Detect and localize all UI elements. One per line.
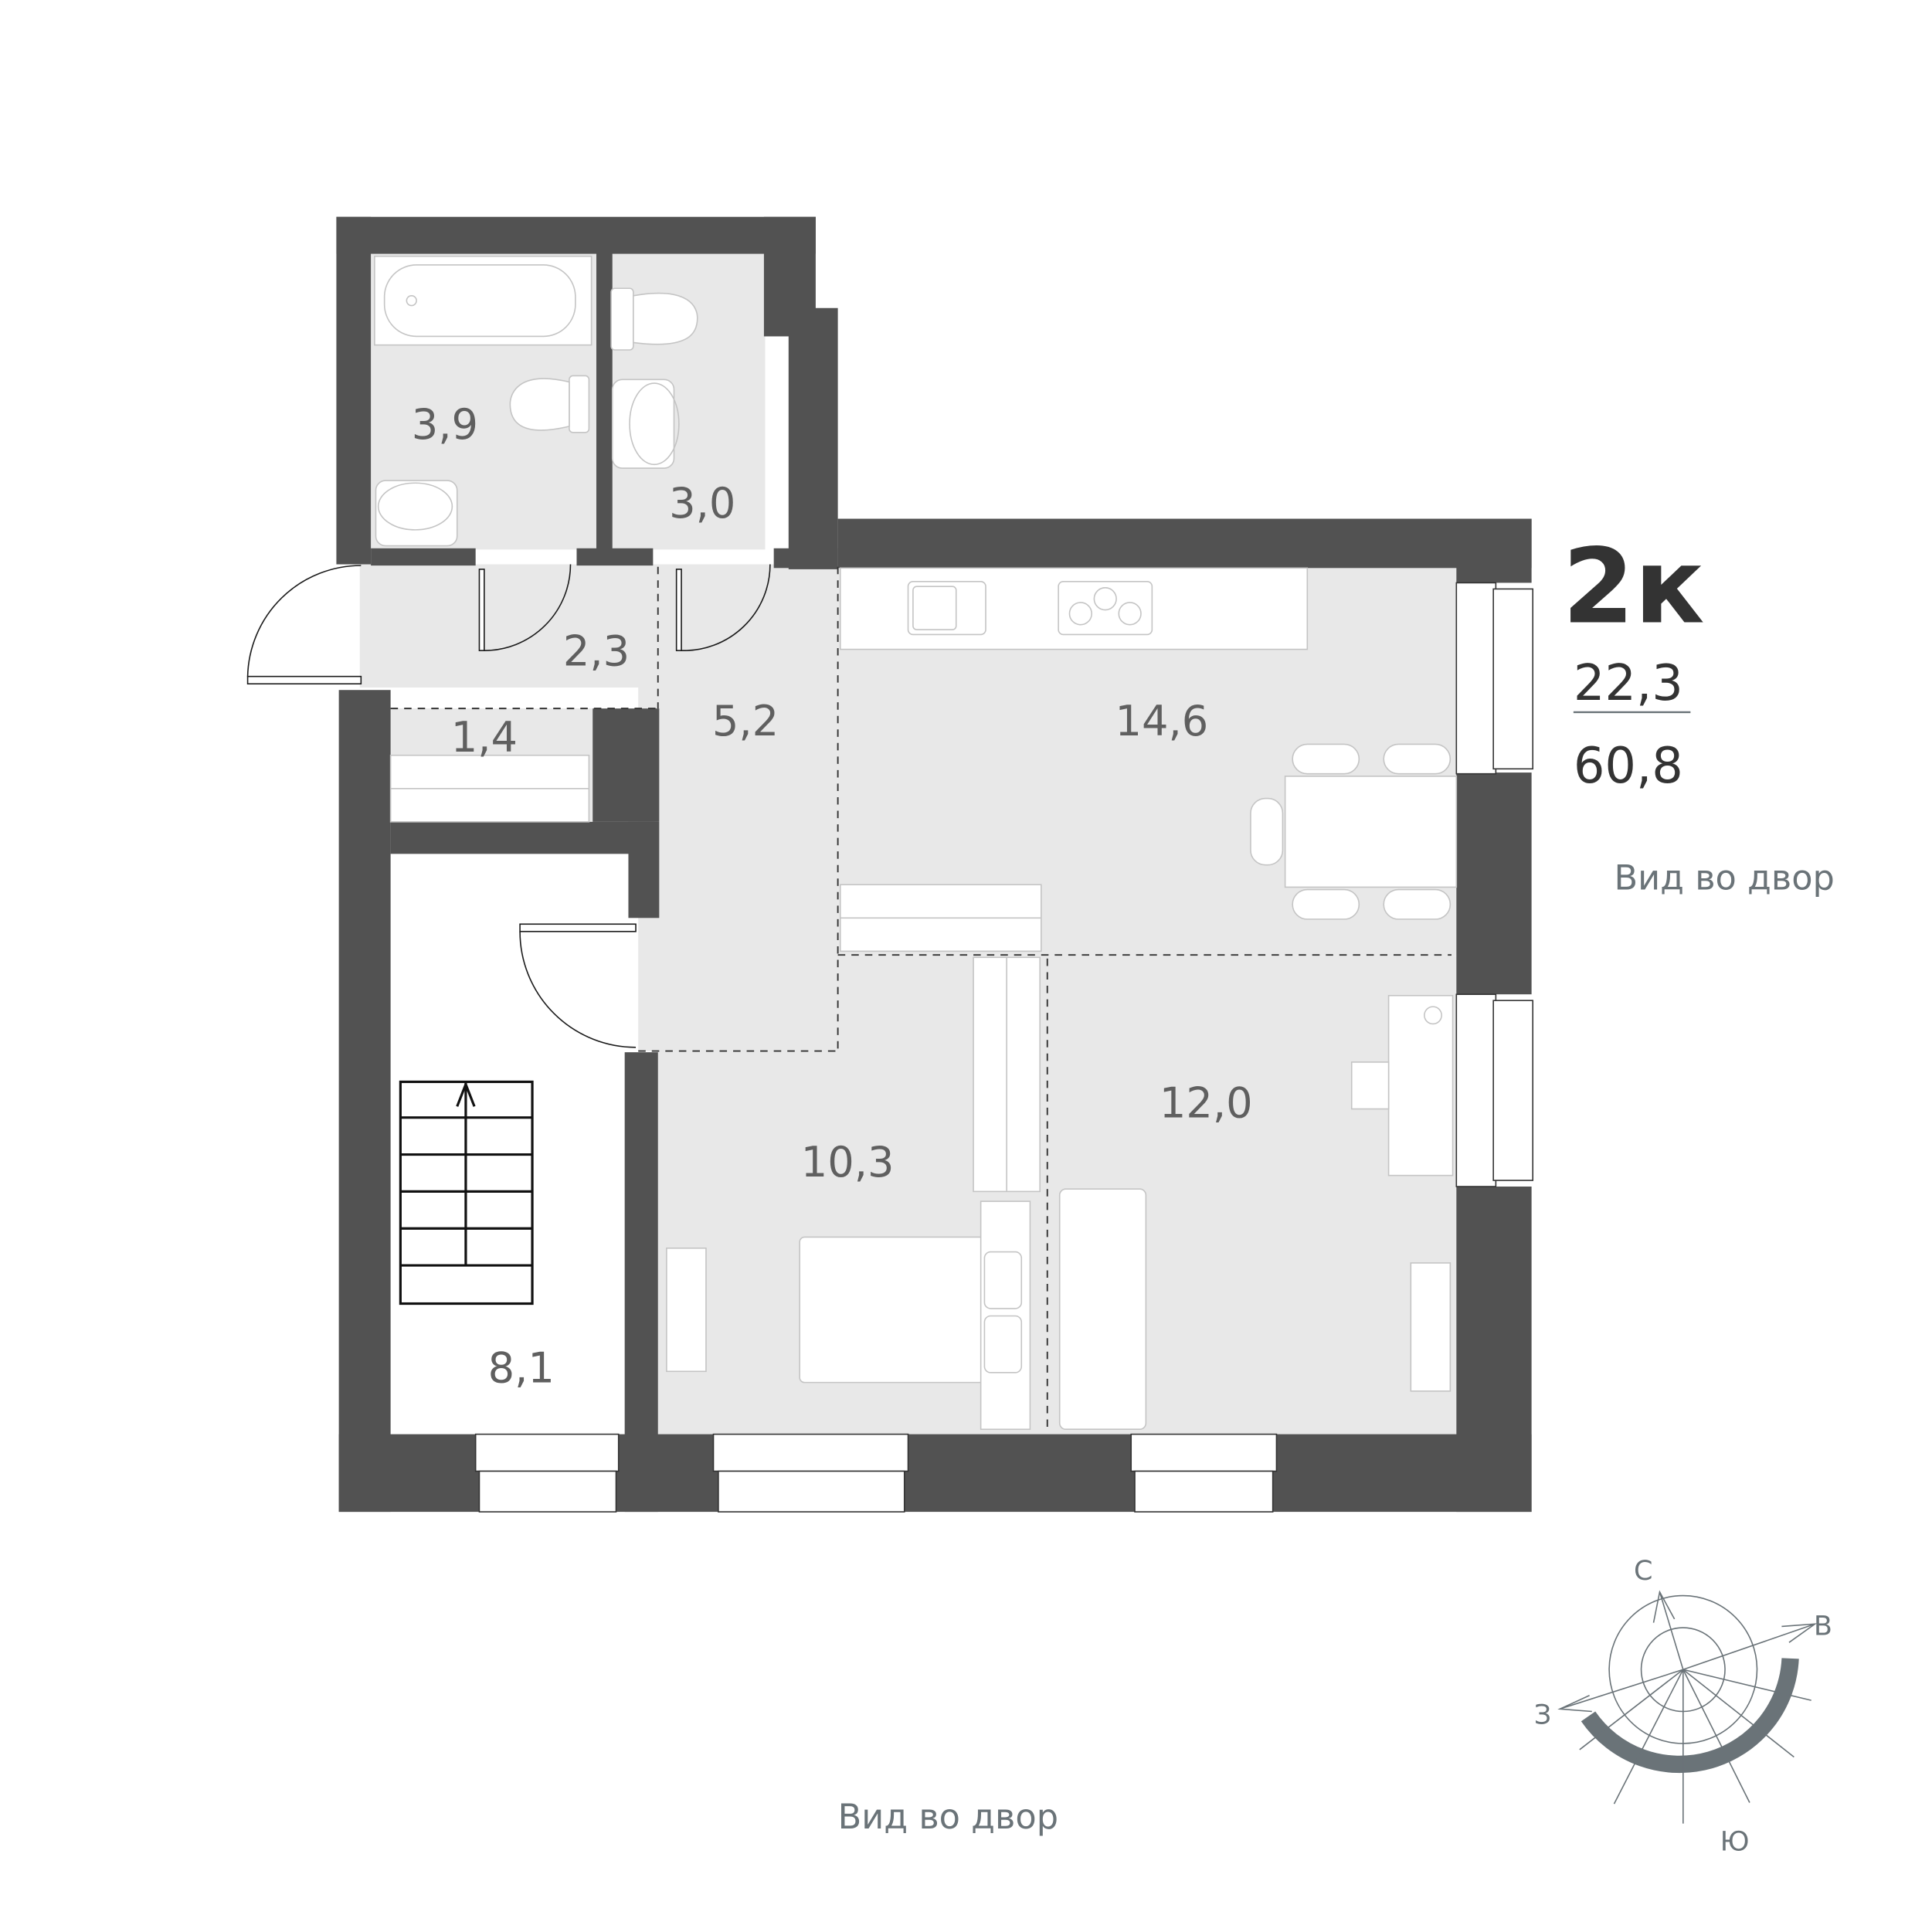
room-area-corridor: 5,2 (712, 697, 779, 745)
view-caption-bottom: Вид во двор (838, 1797, 1058, 1837)
room-area-bathroom: 3,9 (412, 400, 478, 449)
staircase (399, 1080, 534, 1306)
room-area-toilet: 3,0 (669, 479, 735, 528)
room-count-label: 2к (1562, 526, 1704, 647)
room-area-wardrobe: 1,4 (451, 713, 518, 762)
view-caption-right: Вид во двор (1614, 858, 1834, 898)
compass-north-label: С (1634, 1555, 1653, 1587)
bedroom-furniture (666, 994, 1454, 1431)
compass-west-label: З (1534, 1699, 1552, 1730)
apartment-summary: 2к 22,3 60,8 Вид во двор Вид во двор (838, 526, 1835, 1837)
room-area-bedroom-2: 12,0 (1160, 1079, 1253, 1128)
room-area-kitchen: 14,6 (1115, 697, 1208, 745)
windows (474, 582, 1534, 1513)
living-area: 22,3 (1574, 655, 1683, 712)
doors (246, 564, 771, 1048)
compass-south-label: Ю (1720, 1826, 1750, 1858)
wardrobes (389, 754, 1042, 1193)
compass-icon: С В Ю З (1534, 1555, 1832, 1858)
room-labels: 3,9 3,0 2,3 1,4 5,2 14,6 10,3 12,0 8,1 (412, 400, 1253, 1393)
room-area-bedroom-1: 10,3 (801, 1138, 895, 1187)
room-area-hall: 2,3 (563, 626, 630, 675)
room-area-stairwell: 8,1 (488, 1344, 555, 1393)
stair-direction-arrow-icon (456, 1081, 476, 1107)
bathroom-fixtures (374, 255, 698, 547)
total-area: 60,8 (1574, 738, 1683, 795)
compass-east-label: В (1814, 1611, 1832, 1642)
kitchen-fixtures (840, 567, 1458, 920)
